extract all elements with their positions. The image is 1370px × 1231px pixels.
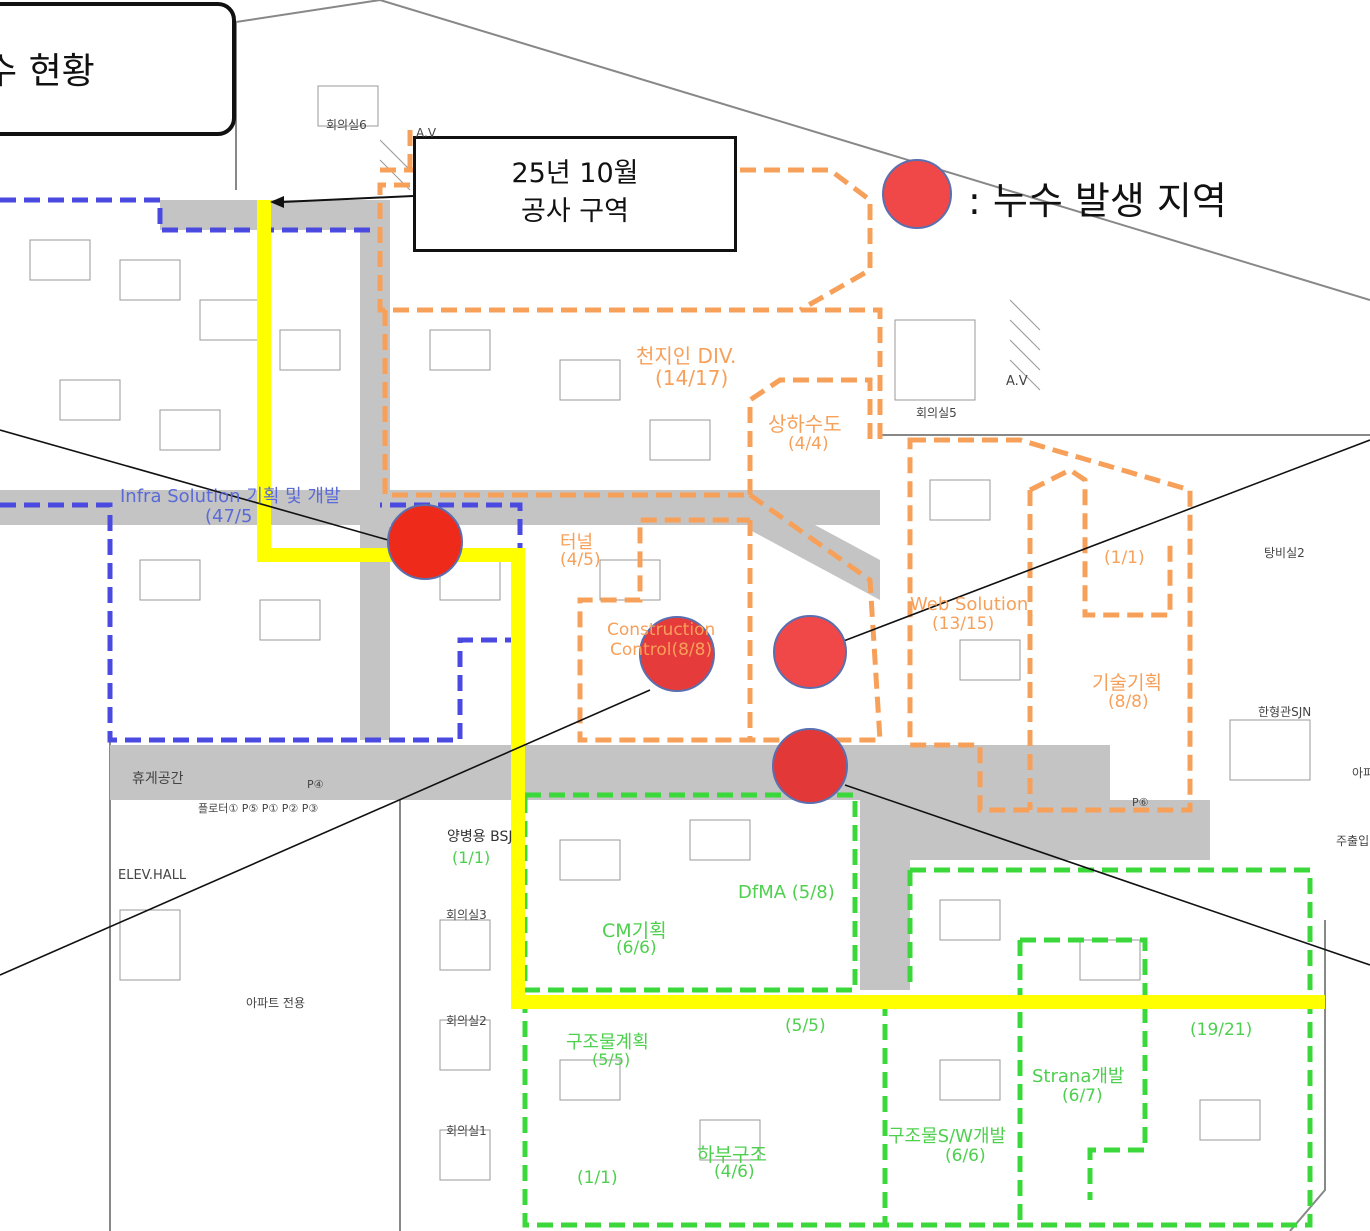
dfma-zone-name: DfMA (5/8) xyxy=(738,882,835,903)
pantry-label: 탕비실2 xyxy=(1264,546,1305,560)
elevator-hall-label: ELEV.HALL xyxy=(118,868,187,883)
printer-p4-label: P④ xyxy=(307,778,324,791)
callout-arrow xyxy=(270,195,414,208)
cm-zone-count: (6/6) xyxy=(616,938,657,958)
yangbs-count: (1/1) xyxy=(452,848,491,867)
meeting-room-6: 회의실6 xyxy=(326,118,367,132)
building-outline xyxy=(109,0,1370,1231)
habu-zone-name: 하부구조 xyxy=(697,1144,767,1166)
callout-date: 25년 10월 xyxy=(511,158,639,189)
strana-zone-count: (6/7) xyxy=(1062,1086,1103,1106)
apartment-right-label: 아피 xyxy=(1352,766,1370,780)
meeting-room-1: 회의실1 xyxy=(446,1124,487,1138)
web-zone-count: (13/15) xyxy=(932,614,995,634)
legend-label: : 누수 발생 지역 xyxy=(968,179,1227,223)
cm-zone-name: CM기획 xyxy=(602,920,667,942)
meeting-room-2: 회의실2 xyxy=(446,1014,487,1028)
callout-label: 공사 구역 xyxy=(521,196,629,227)
title-box: 수 현황 xyxy=(0,2,236,136)
leader-lines xyxy=(0,429,1370,976)
infra-zone-name: Infra Solution 기획 및 개발 xyxy=(120,486,341,507)
gujomul-zone-count: (5/5) xyxy=(592,1050,631,1069)
construction-zone-count: Control(8/8) xyxy=(610,640,713,660)
construction-zone-name: Construction xyxy=(607,620,716,640)
legend-leak-marker xyxy=(882,159,952,229)
leak-points xyxy=(387,504,848,804)
hanhyeong-label: 한형관SJN xyxy=(1258,705,1312,719)
habu-zone-count: (4/6) xyxy=(714,1162,755,1182)
cheonjiin-zone-name: 천지인 DIV. xyxy=(636,344,737,368)
gujomul-zone-name: 구조물계획 xyxy=(566,1032,649,1053)
leak-construction-control xyxy=(639,616,715,692)
tunnel-zone-name: 터널 xyxy=(560,532,594,553)
yangbs-name: 양병용 BSJ xyxy=(447,829,513,845)
leak-east-desk xyxy=(773,615,847,689)
construction-route xyxy=(257,200,1325,1009)
meeting-room-3: 회의실3 xyxy=(446,908,487,922)
infra-zone-count: (47/5 xyxy=(205,506,253,527)
apartment-only-label: 아파트 전용 xyxy=(246,996,306,1010)
strana-zone-name: Strana개발 xyxy=(1032,1066,1125,1087)
main-entrance-label: 주출입 xyxy=(1336,834,1370,848)
mid-green-zone-count: (5/5) xyxy=(785,1016,826,1036)
right-green-zone-count: (19/21) xyxy=(1190,1020,1253,1040)
av-room-2: A.V xyxy=(1006,374,1028,389)
printer-p6-label: P⑥ xyxy=(1132,796,1149,809)
small-orange-zone-count: (1/1) xyxy=(1104,548,1145,568)
gisulgihoek-zone-name: 기술기획 xyxy=(1092,672,1162,694)
page-title: 수 현황 xyxy=(0,51,95,92)
construction-callout: 25년 10월 공사 구역 xyxy=(413,136,737,252)
web-zone-name: Web Solution xyxy=(910,594,1029,615)
sanghasudo-zone-name: 상하수도 xyxy=(768,412,842,436)
cheonjiin-zone-count: (14/17) xyxy=(655,366,729,390)
printer-labels: 플로터① P⑤ P① P② P③ xyxy=(198,802,319,815)
leak-near-infra xyxy=(387,504,463,580)
meeting-room-5: 회의실5 xyxy=(916,406,957,420)
leak-corridor-junction xyxy=(772,728,848,804)
gisulgihoek-zone-count: (8/8) xyxy=(1108,692,1149,712)
sanghasudo-zone-count: (4/4) xyxy=(788,434,829,454)
left-small-zone-count: (1/1) xyxy=(577,1168,618,1188)
lounge-label: 휴게공간 xyxy=(132,771,184,787)
sw-zone-name: 구조물S/W개발 xyxy=(888,1126,1007,1147)
sw-zone-count: (6/6) xyxy=(945,1146,986,1166)
av-room-1: A.V xyxy=(416,126,437,140)
tunnel-zone-count: (4/5) xyxy=(560,550,601,570)
